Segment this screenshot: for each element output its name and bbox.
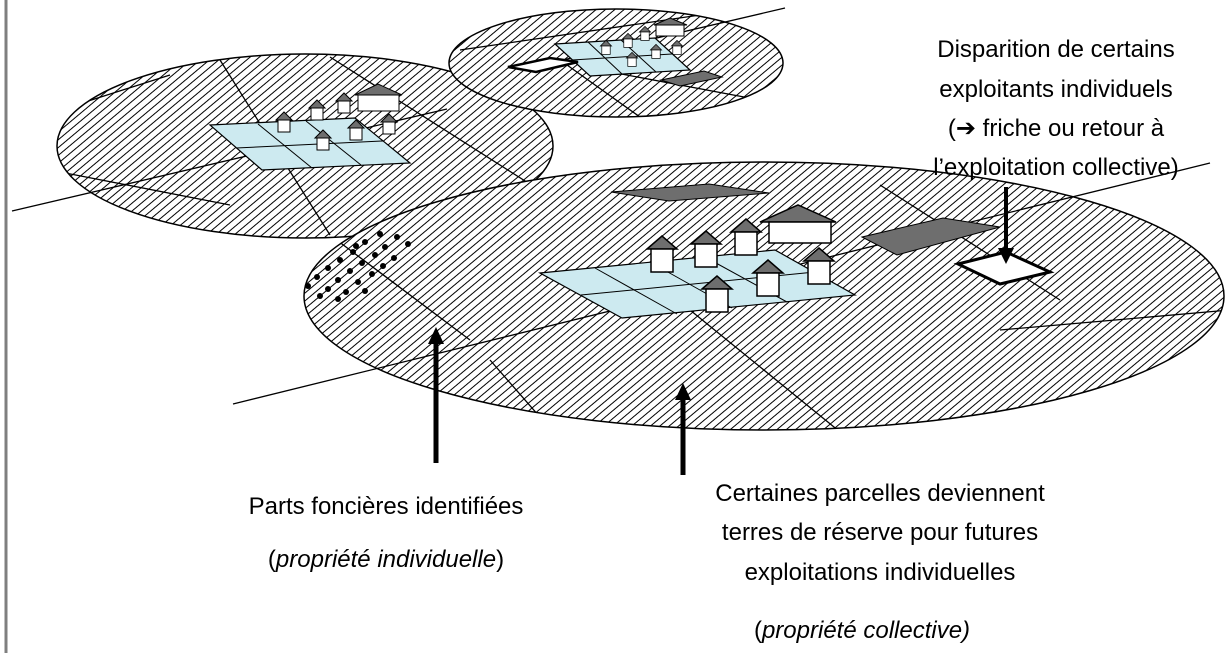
parts-line-1: Parts foncières identifiées (249, 493, 524, 520)
label-parts: Parts foncières identifiées (propriété i… (249, 493, 524, 573)
parts-line-2: (propriété individuelle) (268, 546, 504, 573)
top-village-ellipse (448, 7, 786, 118)
label-disparition: Disparition de certains exploitants indi… (933, 36, 1178, 181)
parcelles-italic: propriété collective) (761, 617, 970, 644)
road-line-left (11, 108, 448, 212)
dark-plot-main-right (860, 217, 1001, 256)
paren-open: ( (948, 115, 956, 142)
parcelles-line-1: Certaines parcelles deviennent (715, 480, 1045, 507)
parcelles-paren-open: ( (754, 617, 762, 644)
arrow-parcelles (675, 383, 691, 475)
disparition-line-3-text: friche ou retour à (976, 115, 1165, 142)
scattered-dots (305, 231, 411, 302)
arrow-disparition (998, 187, 1014, 264)
parts-italic: propriété individuelle (275, 546, 496, 573)
left-village-ellipse (11, 53, 554, 239)
abandoned-plot-top (507, 56, 579, 74)
parts-paren-close: ) (496, 546, 504, 573)
parcelles-line-3: exploitations individuelles (745, 559, 1016, 586)
parcelles-line-4: (propriété collective) (754, 617, 970, 644)
main-village-ellipse (232, 161, 1225, 431)
abandoned-plot-main (953, 250, 1055, 286)
disparition-line-1: Disparition de certains (937, 36, 1174, 63)
parcelles-line-2: terres de réserve pour futures (722, 519, 1038, 546)
label-parcelles: Certaines parcelles deviennent terres de… (715, 480, 1045, 644)
dark-plot-main-top (610, 183, 770, 202)
disparition-line-3: (➔ friche ou retour à (948, 115, 1165, 142)
disparition-line-4: l’exploitation collective) (933, 154, 1178, 181)
arrow-glyph: ➔ (956, 115, 976, 142)
disparition-line-2: exploitants individuels (939, 76, 1172, 103)
parts-paren-open: ( (268, 546, 276, 573)
arrow-parts (428, 327, 444, 463)
dark-plot-top (659, 70, 724, 87)
